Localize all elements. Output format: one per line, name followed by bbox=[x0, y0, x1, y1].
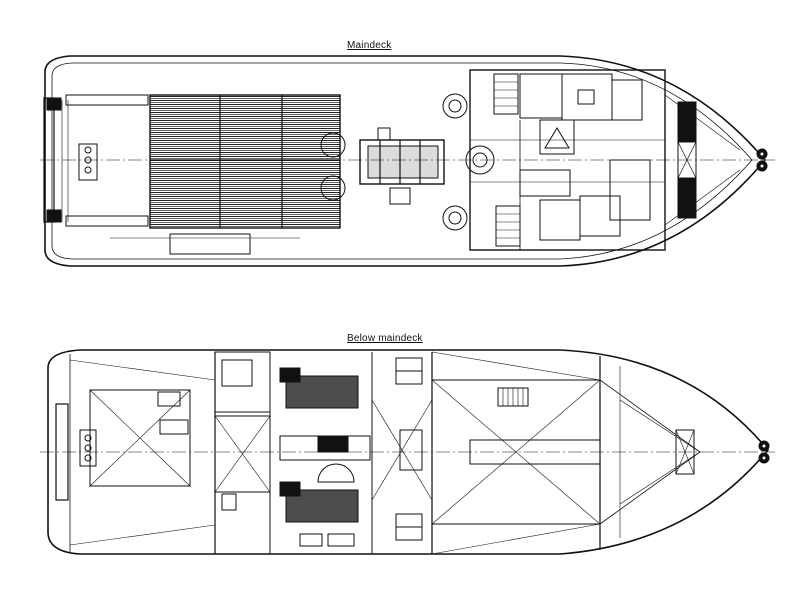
aux-room-b bbox=[214, 415, 271, 493]
central-drum bbox=[465, 145, 495, 175]
aux-room-a bbox=[214, 351, 271, 413]
walkway-stbd bbox=[65, 215, 149, 227]
main-winch bbox=[359, 139, 445, 185]
deck-capstan-bottom bbox=[320, 175, 346, 201]
deckhouse-outline bbox=[469, 69, 666, 251]
maindeck-hull-outline bbox=[44, 55, 767, 267]
below-maindeck-plan bbox=[40, 349, 775, 555]
below-maindeck-title: Below maindeck bbox=[347, 333, 423, 344]
bow-tank-top bbox=[677, 101, 697, 143]
steering-gear-room bbox=[89, 389, 191, 487]
aft-deck-box bbox=[169, 233, 251, 255]
aft-bollard-2 bbox=[84, 156, 92, 164]
aft-winch-frame bbox=[78, 143, 98, 181]
bow-tank-bottom bbox=[677, 177, 697, 219]
aft-bollard-1 bbox=[84, 146, 92, 154]
winch-drum-top bbox=[442, 93, 468, 119]
deck-capstan-top bbox=[320, 132, 346, 158]
maindeck-plan bbox=[40, 55, 775, 267]
engine-room-arc bbox=[317, 463, 355, 483]
chain-locker bbox=[675, 429, 695, 475]
cargo-deck-hatch bbox=[149, 94, 341, 229]
stern-box-top bbox=[46, 97, 62, 111]
walkway-port bbox=[65, 94, 149, 106]
aft-bollard-3 bbox=[84, 166, 92, 174]
lower-hull-outline bbox=[47, 349, 770, 555]
stern-box-bottom bbox=[46, 209, 62, 223]
winch-drum-bottom bbox=[442, 205, 468, 231]
maindeck-title: Maindeck bbox=[347, 40, 392, 51]
